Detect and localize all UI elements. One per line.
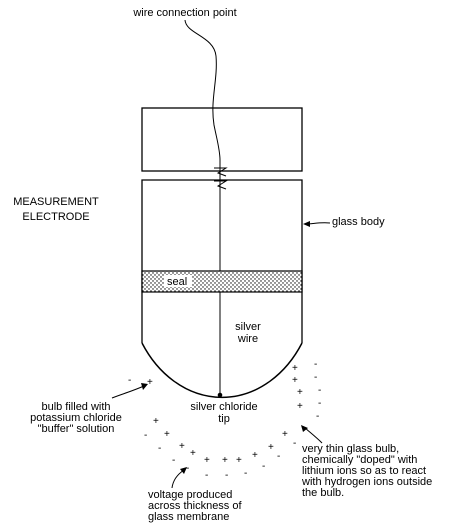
charge-positive: + — [153, 416, 159, 427]
thin-bulb-label-line1: very thin glass bulb, — [302, 443, 399, 455]
charge-negative: - — [128, 375, 131, 386]
charge-positive: + — [292, 363, 298, 374]
glass-body-arrowhead — [303, 221, 310, 227]
charge-positive: + — [164, 429, 170, 440]
charge-negative: - — [293, 438, 296, 449]
wire-connection-point-label: wire connection point — [132, 7, 236, 19]
bulb-filled-arrowhead — [141, 383, 148, 390]
measurement-label-line2: ELECTRODE — [22, 211, 89, 223]
seal-label-bg — [164, 275, 192, 287]
measurement-label-line1: MEASUREMENT — [13, 196, 99, 208]
charge-positive: + — [190, 448, 196, 459]
thin-bulb-label-line5: the bulb. — [302, 487, 344, 499]
voltage-label-line3: glass membrane — [148, 511, 229, 523]
charge-negative: - — [205, 470, 208, 481]
charge-negative: - — [316, 411, 319, 422]
charge-positive: + — [297, 401, 303, 412]
bulb-filled-label-line3: "buffer" solution — [38, 423, 115, 435]
glass-body — [141, 179, 303, 343]
charge-positive: + — [204, 455, 210, 466]
charge-positive: + — [268, 442, 274, 453]
charge-negative: - — [225, 470, 228, 481]
thin-bulb-label-line4: with hydrogen ions outside — [301, 476, 432, 488]
voltage-label-line2: across thickness of — [148, 500, 242, 512]
charge-negative: - — [186, 463, 189, 474]
charge-negative: - — [314, 372, 317, 383]
charge-negative: - — [172, 455, 175, 466]
charge-positive: + — [297, 387, 303, 398]
charge-positive: + — [236, 455, 242, 466]
silver-wire-label-line1: silver — [235, 321, 261, 333]
silver-chloride-label-line1: silver chloride — [190, 401, 257, 413]
charge-negative: - — [158, 443, 161, 454]
charge-negative: - — [318, 398, 321, 409]
seal-label: seal — [167, 276, 187, 288]
charge-negative: - — [314, 359, 317, 370]
voltage-arrowhead — [180, 467, 187, 474]
lower-break-mark — [214, 180, 228, 190]
charge-negative: - — [318, 385, 321, 396]
silver-wire-line — [184, 19, 221, 395]
bulb-filled-arrow-line — [111, 385, 145, 399]
glass-body-label: glass body — [332, 216, 385, 228]
charge-negative: - — [144, 430, 147, 441]
glass-bulb — [141, 342, 303, 399]
charge-positive: + — [282, 429, 288, 440]
voltage-label-line1: voltage produced — [148, 489, 232, 501]
charge-negative: - — [262, 461, 265, 472]
charge-positive: + — [222, 455, 228, 466]
upper-break-mark — [214, 167, 228, 177]
charge-positive: + — [252, 450, 258, 461]
thin-bulb-label-line2: chemically "doped" with — [302, 454, 417, 466]
charge-positive: + — [147, 377, 153, 388]
bulb-filled-label-line1: bulb filled with — [41, 401, 110, 413]
charge-positive: + — [292, 375, 298, 386]
upper-glass-segment — [141, 107, 303, 172]
thin-bulb-arrow-line — [304, 427, 323, 444]
bulb-filled-label-line2: potassium chloride — [30, 412, 122, 424]
silver-wire-label-line2: wire — [237, 333, 258, 345]
charge-positive: + — [179, 441, 185, 452]
thin-bulb-arrowhead — [301, 425, 308, 432]
silver-chloride-label-line2: tip — [218, 413, 230, 425]
thin-bulb-label-line3: lithium ions so as to react — [302, 465, 426, 477]
silver-chloride-tip-dot — [217, 392, 223, 398]
charge-negative: - — [277, 451, 280, 462]
voltage-arrow-line — [171, 469, 185, 489]
charge-negative: - — [244, 468, 247, 479]
